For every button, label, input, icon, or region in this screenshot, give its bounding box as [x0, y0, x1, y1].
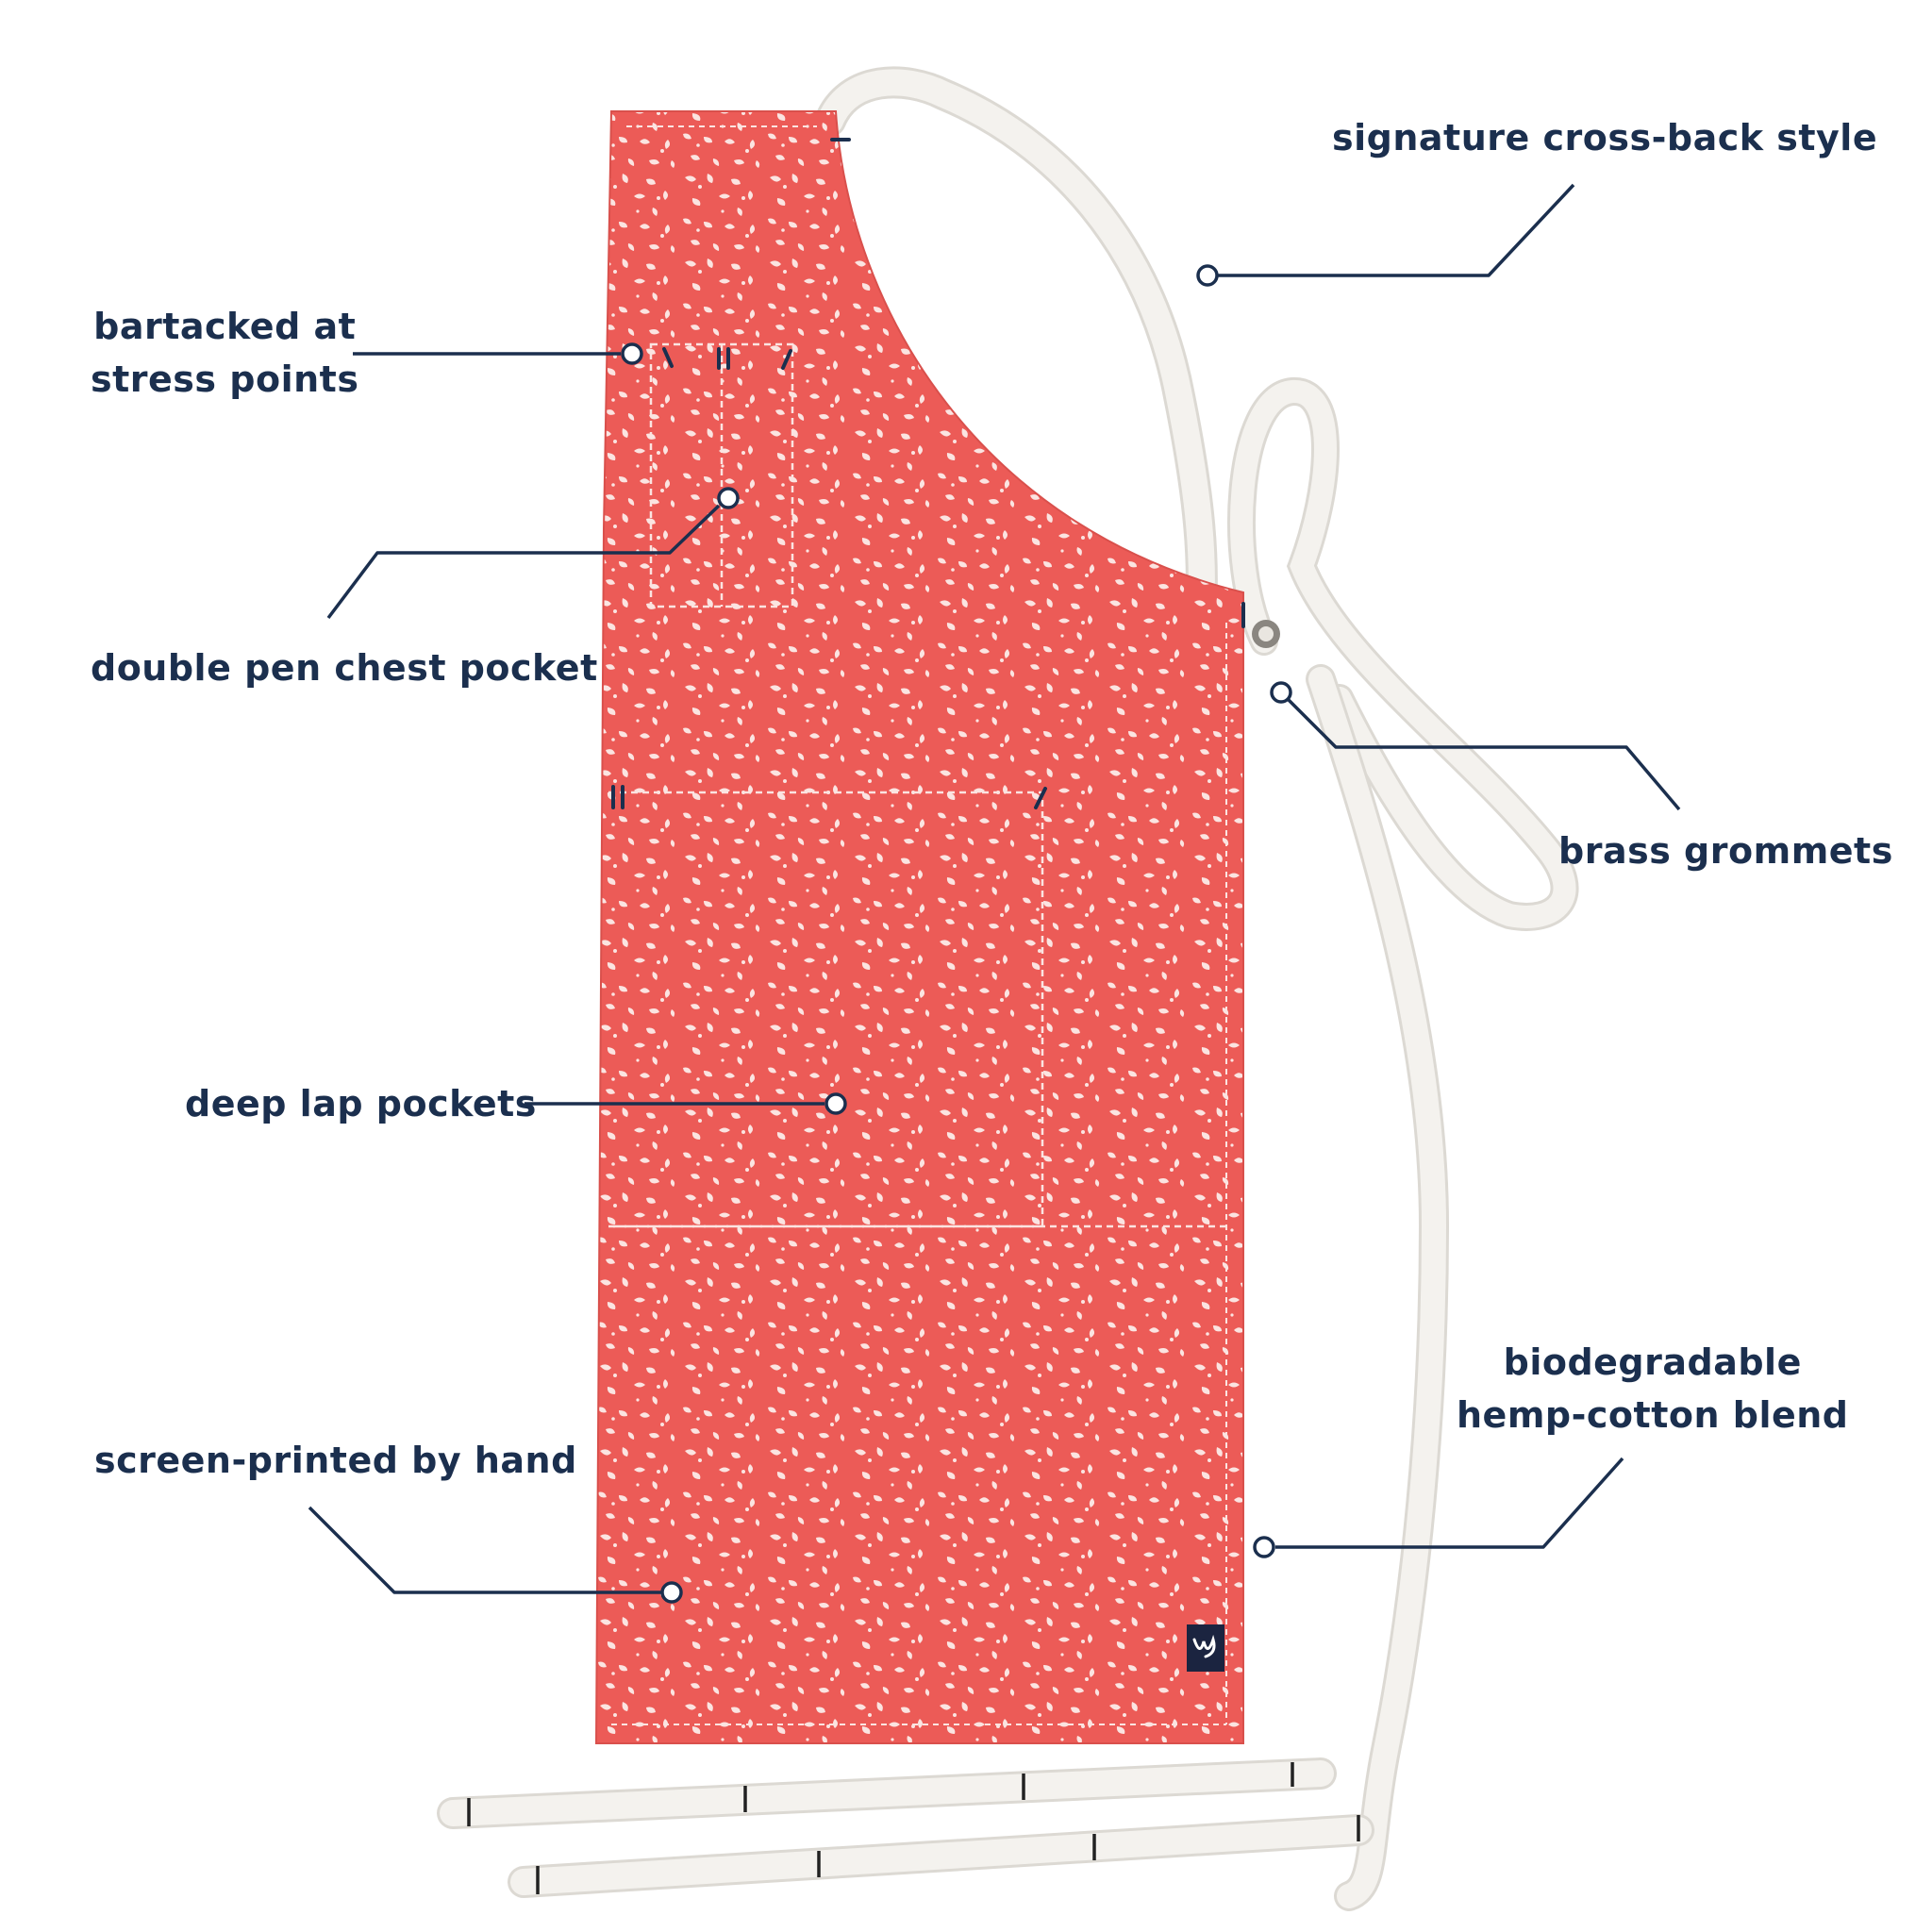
marker-screen-printed: [660, 1581, 683, 1604]
apron-body: [594, 110, 1244, 1744]
callout-cross-back: signature cross-back style: [1332, 117, 1878, 158]
callout-lap-pockets: deep lap pockets: [185, 1083, 537, 1124]
marker-grommets: [1270, 681, 1292, 704]
tie-loop: [1227, 377, 1579, 931]
leader-pen-pocket: [326, 504, 721, 620]
callout-bartacked: bartacked at stress points: [91, 306, 359, 400]
marker-pen-pocket: [717, 487, 740, 509]
waist-straps: [437, 1757, 1374, 1898]
callout-screen-printed: screen-printed by hand: [94, 1440, 577, 1481]
callout-grommets: brass grommets: [1558, 830, 1893, 872]
callout-fabric: biodegradable hemp-cotton blend: [1457, 1341, 1849, 1436]
leader-screen-printed: [308, 1506, 662, 1594]
leader-grommets: [1287, 698, 1681, 811]
marker-lap-pockets: [824, 1092, 847, 1115]
marker-cross-back: [1196, 264, 1219, 287]
leader-fabric: [1275, 1457, 1624, 1549]
marker-fabric: [1253, 1536, 1275, 1558]
lap-pocket: [608, 791, 1044, 1228]
leader-cross-back: [1215, 183, 1575, 277]
marker-bartacked: [621, 342, 643, 365]
callout-pen-pocket: double pen chest pocket: [91, 647, 598, 689]
